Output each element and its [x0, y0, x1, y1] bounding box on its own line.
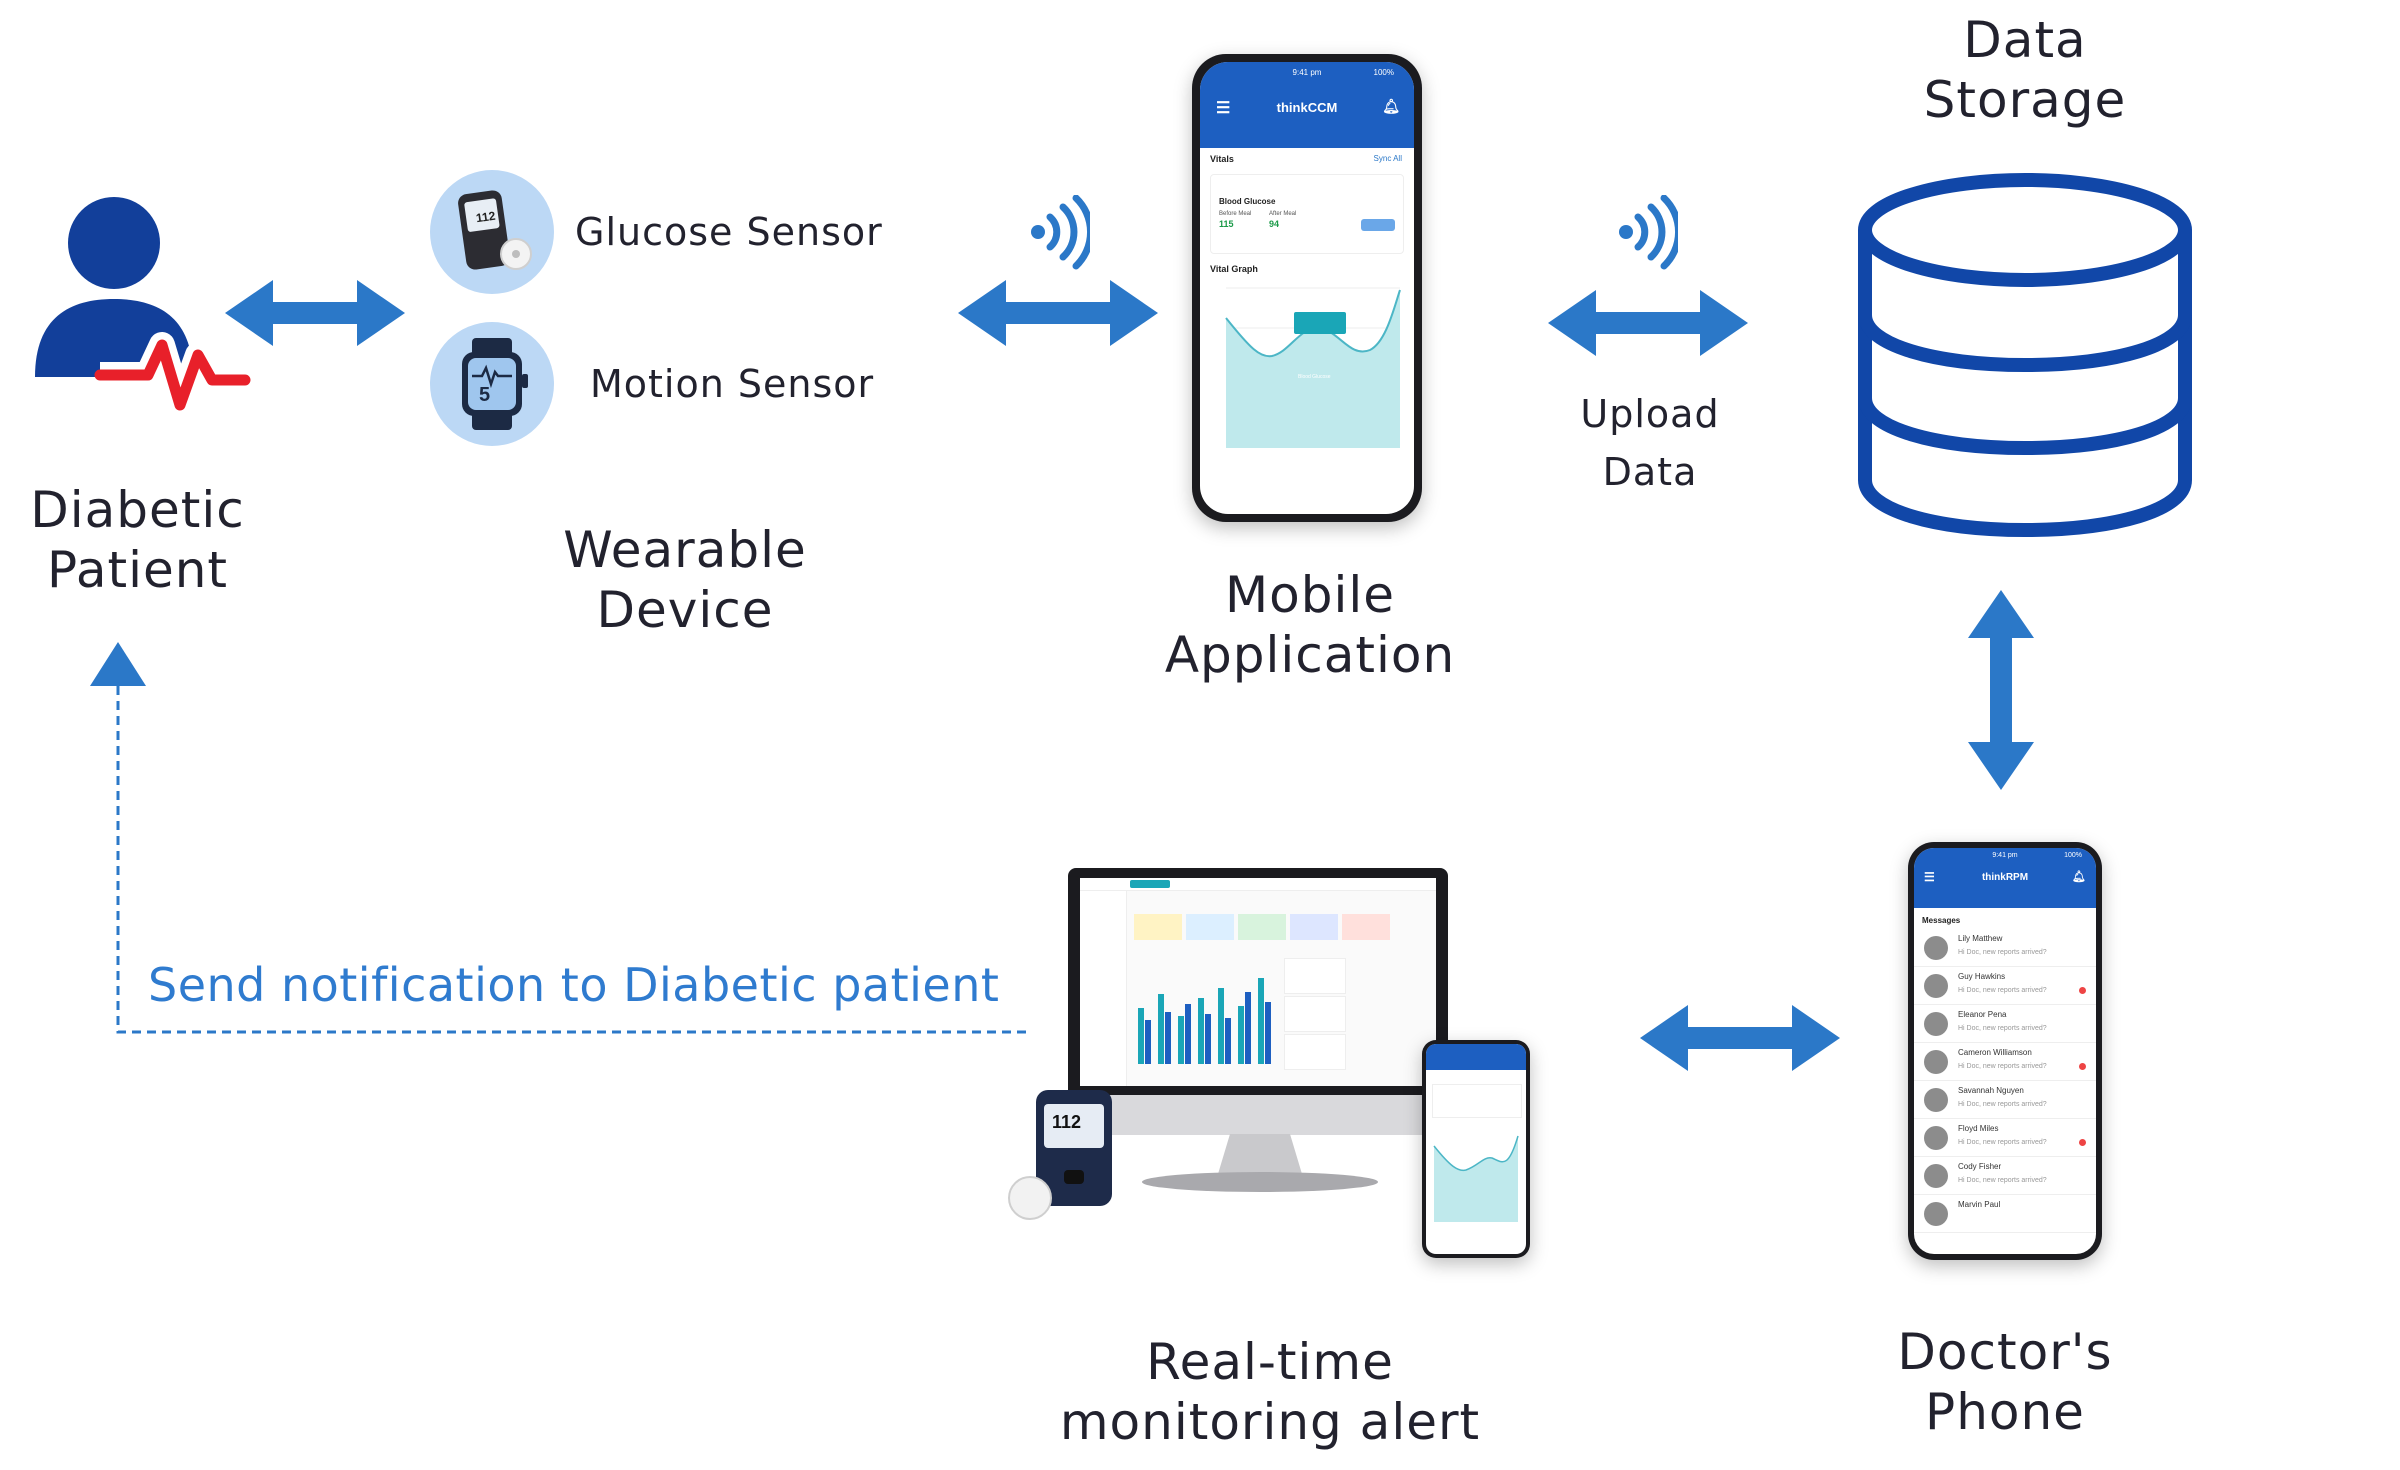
doctor-menu-icon[interactable]: ☰	[1924, 870, 1935, 884]
unread-badge	[2079, 1139, 2086, 1146]
upload-label-line2: Data	[1602, 450, 1698, 494]
notification-arrow	[90, 642, 1028, 1034]
mini-vital-graph	[1433, 1135, 1519, 1222]
upload-label-line1: Upload	[1580, 392, 1720, 436]
avatar	[1924, 1126, 1948, 1150]
wearable-label-line2: Device	[596, 581, 774, 639]
doctor-phone: 9:41 pm 100% ☰ thinkRPM 🔔︎ Messages Lily…	[1908, 842, 2102, 1260]
dashboard-bar-chart	[1138, 978, 1271, 1064]
messages-heading: Messages	[1922, 916, 1961, 925]
cgm-sensor-icon	[1008, 1176, 1052, 1220]
wireless-signal-icon	[1031, 195, 1090, 270]
watch-reading: 5	[479, 384, 491, 406]
dashboard-screen	[1080, 878, 1436, 1086]
status-battery: 100%	[1373, 68, 1394, 77]
glucose-meter-device: 112	[1036, 1090, 1112, 1206]
vitals-heading: Vitals	[1210, 154, 1234, 164]
patient-icon	[35, 197, 251, 418]
after-meal-label: After Meal	[1269, 211, 1297, 217]
before-meal-label: Before Meal	[1219, 211, 1252, 217]
database-icon	[1858, 173, 2192, 538]
patient-label-line1: Diabetic	[30, 481, 245, 539]
blood-glucose-card[interactable]: Blood Glucose Before Meal After Meal 115…	[1210, 174, 1404, 254]
mobile-app-label-line1: Mobile	[1224, 566, 1395, 624]
glucose-sensor-label: Glucose Sensor	[575, 210, 883, 254]
meter-reading: 112	[475, 208, 497, 226]
motion-sensor-label: Motion Sensor	[590, 362, 875, 406]
doctor-label-line2: Phone	[1925, 1383, 2085, 1441]
smartwatch-icon: 5	[430, 322, 554, 446]
after-meal-value: 94	[1269, 219, 1280, 229]
unread-badge	[2079, 987, 2086, 994]
monitor-meter-reading: 112	[1052, 1112, 1082, 1132]
mobile-app-label-line2: Application	[1164, 626, 1456, 684]
patient-wearable-arrow	[225, 280, 405, 346]
unread-badge	[2079, 1063, 2086, 1070]
status-time: 9:41 pm	[1292, 68, 1322, 77]
storage-doctor-arrow	[1968, 590, 2034, 790]
monitoring-label-line1: Real-time	[1146, 1333, 1394, 1391]
patient-label-line2: Patient	[46, 541, 229, 599]
doctor-app-title: thinkRPM	[1981, 872, 2029, 883]
monitoring-phone	[1422, 1040, 1530, 1258]
sync-all-link[interactable]: Sync All	[1373, 154, 1402, 163]
avatar	[1924, 1050, 1948, 1074]
monitoring-label-line2: monitoring alert	[1059, 1393, 1481, 1451]
avatar	[1924, 936, 1948, 960]
notification-label: Send notification to Diabetic patient	[148, 958, 1000, 1012]
app-title: thinkCCM	[1276, 100, 1338, 115]
avatar	[1924, 974, 1948, 998]
doctor-status-battery: 100%	[2064, 852, 2082, 859]
glucose-meter-icon: 112	[430, 170, 554, 294]
storage-label-line1: Data	[1963, 11, 2087, 69]
avatar	[1924, 1164, 1948, 1188]
doctor-label-line1: Doctor's	[1897, 1323, 2113, 1381]
blood-glucose-title: Blood Glucose	[1219, 197, 1276, 206]
bell-icon[interactable]: 🔔︎	[1382, 98, 1400, 114]
list-item[interactable]: Marvin Paul	[1914, 1195, 2096, 1233]
vital-graph-heading: Vital Graph	[1210, 264, 1258, 274]
wearable-label-line1: Wearable	[563, 521, 807, 579]
vital-graph	[1225, 287, 1401, 448]
avatar	[1924, 1012, 1948, 1036]
menu-icon[interactable]: ☰	[1216, 100, 1231, 117]
avatar	[1924, 1088, 1948, 1112]
mobile-app-phone: 9:41 pm 100% ☰ thinkCCM 🔔︎ Vitals Sync A…	[1192, 54, 1422, 522]
wearable-mobile-arrow	[958, 280, 1158, 346]
monitor-stand	[1142, 1134, 1378, 1192]
graph-tooltip: Blood Glucose	[1298, 374, 1331, 380]
mobile-storage-arrow	[1548, 290, 1748, 356]
monitor-chin	[1068, 1095, 1448, 1135]
doctor-status-time: 9:41 pm	[1992, 852, 2018, 859]
monitoring-doctor-arrow	[1640, 1005, 1840, 1071]
wireless-signal-icon	[1619, 195, 1678, 270]
avatar	[1924, 1202, 1948, 1226]
before-meal-value: 115	[1219, 219, 1234, 229]
doctor-bell-icon[interactable]: 🔔︎	[2072, 871, 2086, 883]
storage-label-line2: Storage	[1923, 71, 2127, 129]
